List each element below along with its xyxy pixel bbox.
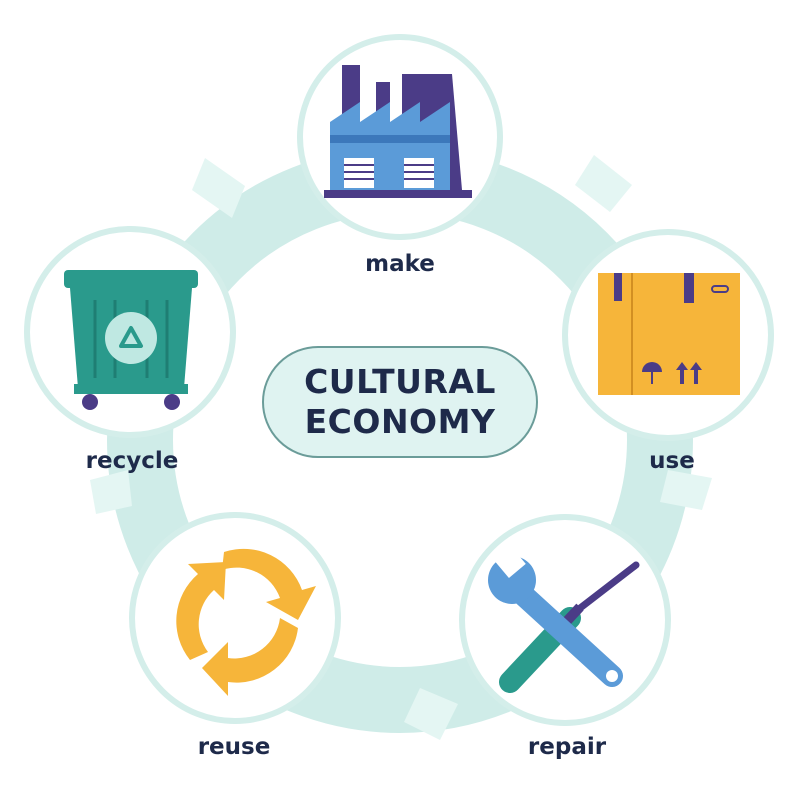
ring-arrow-5: [90, 470, 132, 514]
label-make: make: [365, 251, 435, 277]
circular-arrows-icon: [176, 548, 316, 696]
recycling-bin-icon: [64, 270, 198, 410]
wrench-screwdriver-icon: [488, 543, 640, 693]
ring-arrow-3: [660, 470, 712, 510]
label-repair: repair: [527, 734, 607, 760]
ring-arrow-4: [404, 688, 458, 740]
title-line-2: ECONOMY: [304, 402, 496, 441]
label-recycle: recycle: [85, 448, 179, 474]
node-circle-reuse: [129, 512, 341, 724]
center-title-pill: CULTURAL ECONOMY: [262, 346, 538, 458]
label-reuse: reuse: [197, 734, 271, 760]
cardboard-box-icon: [598, 273, 740, 395]
label-use: use: [649, 448, 695, 474]
title-line-1: CULTURAL: [304, 362, 496, 401]
factory-icon: [324, 65, 472, 198]
ring-arrow-2: [575, 155, 632, 212]
ring-arrow-1: [192, 158, 245, 218]
